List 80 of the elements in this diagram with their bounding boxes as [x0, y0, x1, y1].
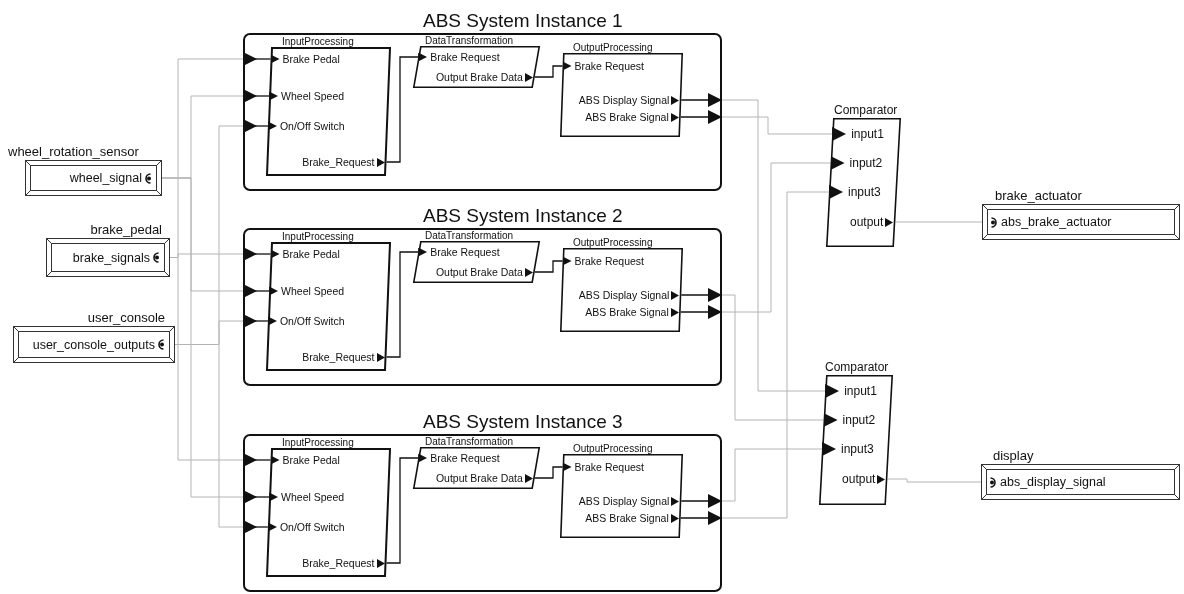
port-label: Wheel Speed — [281, 89, 345, 103]
port-label: Brake Pedal — [282, 453, 340, 467]
connector-arrow — [534, 256, 572, 273]
connector-arrow — [534, 462, 572, 479]
port-name: user_console_outputs — [32, 336, 155, 353]
port-label: Output Brake Data — [435, 70, 523, 84]
port-label: On/Off Switch — [279, 520, 345, 534]
connector-arrow — [680, 110, 723, 124]
connector-arrow — [721, 185, 843, 519]
port-label: Output Brake Data — [435, 471, 523, 485]
block-title: OutputProcessing — [573, 237, 653, 248]
port-label: Output Brake Data — [435, 265, 523, 279]
block-title: brake_pedal — [90, 221, 162, 238]
connector-arrow — [680, 93, 723, 107]
connector-arrow — [161, 177, 257, 504]
connector-arrow — [385, 453, 428, 564]
port-label: ABS Display Signal — [578, 494, 670, 508]
connector-arrow — [721, 156, 845, 313]
block-title: display — [993, 447, 1034, 464]
port-label: ABS Brake Signal — [585, 110, 669, 124]
port-name: abs_brake_actuator — [1001, 214, 1112, 230]
connector-arrow — [385, 247, 428, 358]
port-label: On/Off Switch — [279, 314, 345, 328]
block-title: OutputProcessing — [573, 42, 653, 53]
connector-arrow — [534, 61, 572, 78]
connector-arrow — [721, 294, 838, 427]
connector-arrow — [721, 99, 840, 398]
connector-arrow — [721, 116, 847, 141]
port-label: ABS Display Signal — [578, 93, 670, 107]
port-label: Brake_Request — [302, 350, 375, 364]
port-label: Wheel Speed — [281, 490, 345, 504]
port-label: Brake Request — [574, 254, 644, 268]
connector-line — [894, 221, 983, 223]
block-title: DataTransformation — [425, 436, 513, 447]
port-label: ABS Display Signal — [578, 288, 670, 302]
port-label: ABS Brake Signal — [585, 511, 669, 525]
connector-arrow — [680, 288, 723, 302]
port-label: input2 — [842, 413, 876, 427]
port-label: Brake_Request — [302, 155, 375, 169]
block-title: user_console — [87, 309, 165, 326]
block-title: DataTransformation — [425, 230, 513, 241]
block-title: DataTransformation — [425, 35, 513, 46]
port-label: Brake Request — [430, 245, 500, 259]
port-label: input1 — [844, 384, 877, 398]
port-label: input3 — [841, 442, 874, 456]
connector-arrow — [680, 511, 723, 525]
port-label: Brake Request — [574, 460, 644, 474]
port-label: input2 — [849, 156, 883, 170]
port-label: input3 — [848, 185, 881, 199]
connector-arrow — [385, 52, 428, 163]
subsystem-title: ABS System Instance 1 — [423, 9, 623, 33]
port-label: On/Off Switch — [279, 119, 345, 133]
block-title: InputProcessing — [282, 231, 354, 242]
block-title: Comparator — [825, 359, 889, 375]
port-label: Brake Pedal — [282, 247, 340, 261]
connector-line — [886, 478, 982, 483]
connector-arrow — [721, 442, 836, 502]
block-title: wheel_rotation_sensor — [8, 143, 139, 160]
block-title: InputProcessing — [282, 36, 354, 47]
port-label: output — [842, 472, 876, 486]
subsystem-title: ABS System Instance 3 — [423, 410, 623, 434]
port-label: Brake Request — [430, 451, 500, 465]
block-title: brake_actuator — [995, 187, 1082, 204]
port-label: input1 — [851, 127, 884, 141]
port-label: Brake Pedal — [282, 52, 340, 66]
port-label: Brake Request — [430, 50, 500, 64]
port-label: Brake_Request — [302, 556, 375, 570]
port-label: Wheel Speed — [281, 284, 345, 298]
port-label: Brake Request — [574, 59, 644, 73]
connector-arrow — [680, 494, 723, 508]
connector-arrow — [680, 305, 723, 319]
port-label: ABS Brake Signal — [585, 305, 669, 319]
port-name: brake_signals — [72, 249, 150, 266]
block-title: InputProcessing — [282, 437, 354, 448]
port-name: abs_display_signal — [1000, 474, 1106, 490]
port-label: output — [850, 215, 884, 229]
port-name: wheel_signal — [69, 170, 142, 186]
subsystem-title: ABS System Instance 2 — [423, 204, 623, 228]
block-title: Comparator — [834, 102, 898, 118]
block-title: OutputProcessing — [573, 443, 653, 454]
